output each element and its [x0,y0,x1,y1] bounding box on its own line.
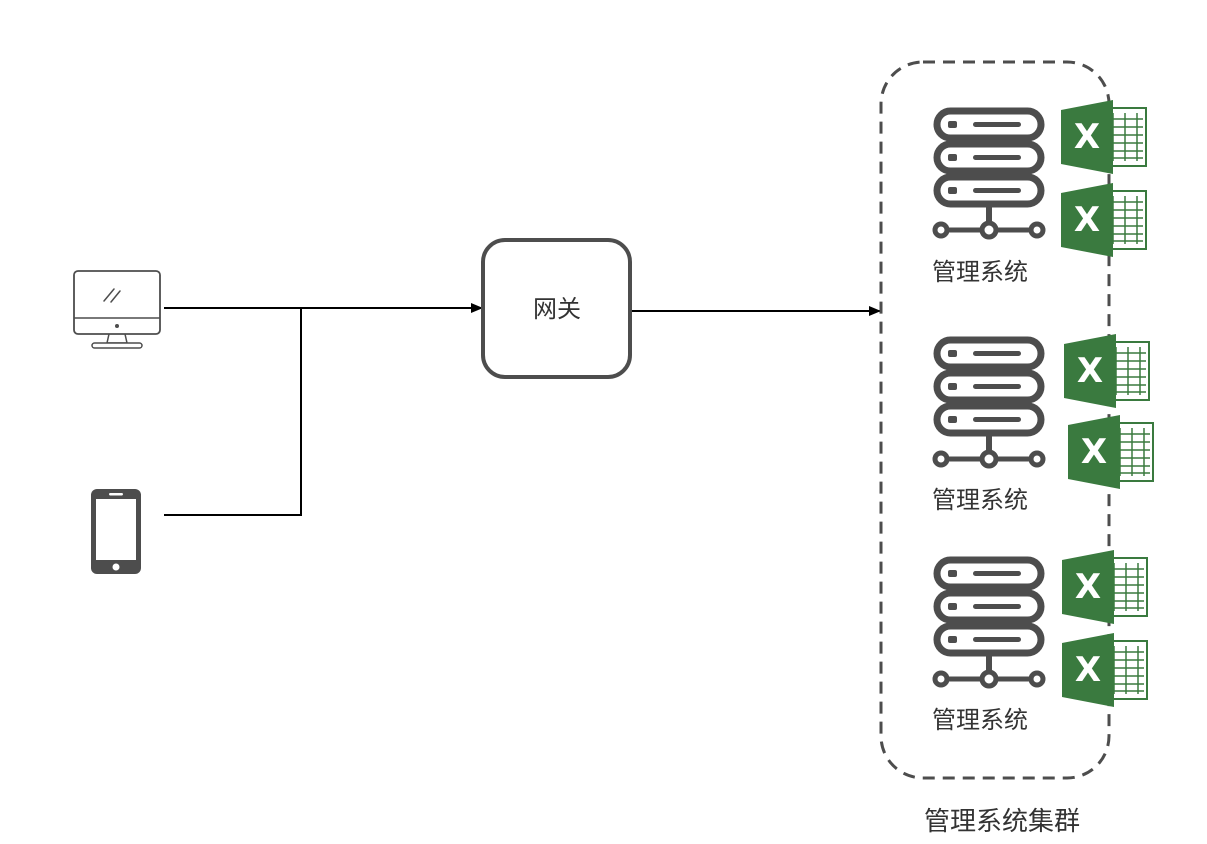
gateway-label: 网关 [533,295,581,323]
cluster-node-3: 管理系统 X X [932,549,1148,734]
svg-text:X: X [1074,117,1100,157]
server-icon [935,340,1043,466]
edges [164,303,881,516]
server-icon [935,560,1043,686]
svg-text:X: X [1075,650,1101,690]
smartphone-icon [91,489,141,574]
server-icon [935,111,1043,237]
excel-icon: X [1060,99,1147,175]
edge-phone-to-gateway [164,308,302,516]
node-label: 管理系统 [932,486,1028,514]
desktop-icon [73,270,161,349]
cluster-node-1: 管理系统 X X [932,99,1147,286]
excel-icon: X [1061,549,1148,625]
cluster-label: 管理系统集群 [924,807,1080,837]
svg-text:X: X [1081,432,1107,472]
excel-icon: X [1067,414,1154,490]
cluster-node-2: 管理系统 X X [932,333,1154,514]
excel-icon: X [1061,632,1148,708]
svg-text:X: X [1077,351,1103,391]
excel-icon: X [1060,182,1147,258]
node-label: 管理系统 [932,258,1028,286]
gateway-node: 网关 [481,238,632,379]
excel-icon: X [1063,333,1150,409]
node-label: 管理系统 [932,706,1028,734]
svg-text:X: X [1075,567,1101,607]
svg-text:X: X [1074,200,1100,240]
